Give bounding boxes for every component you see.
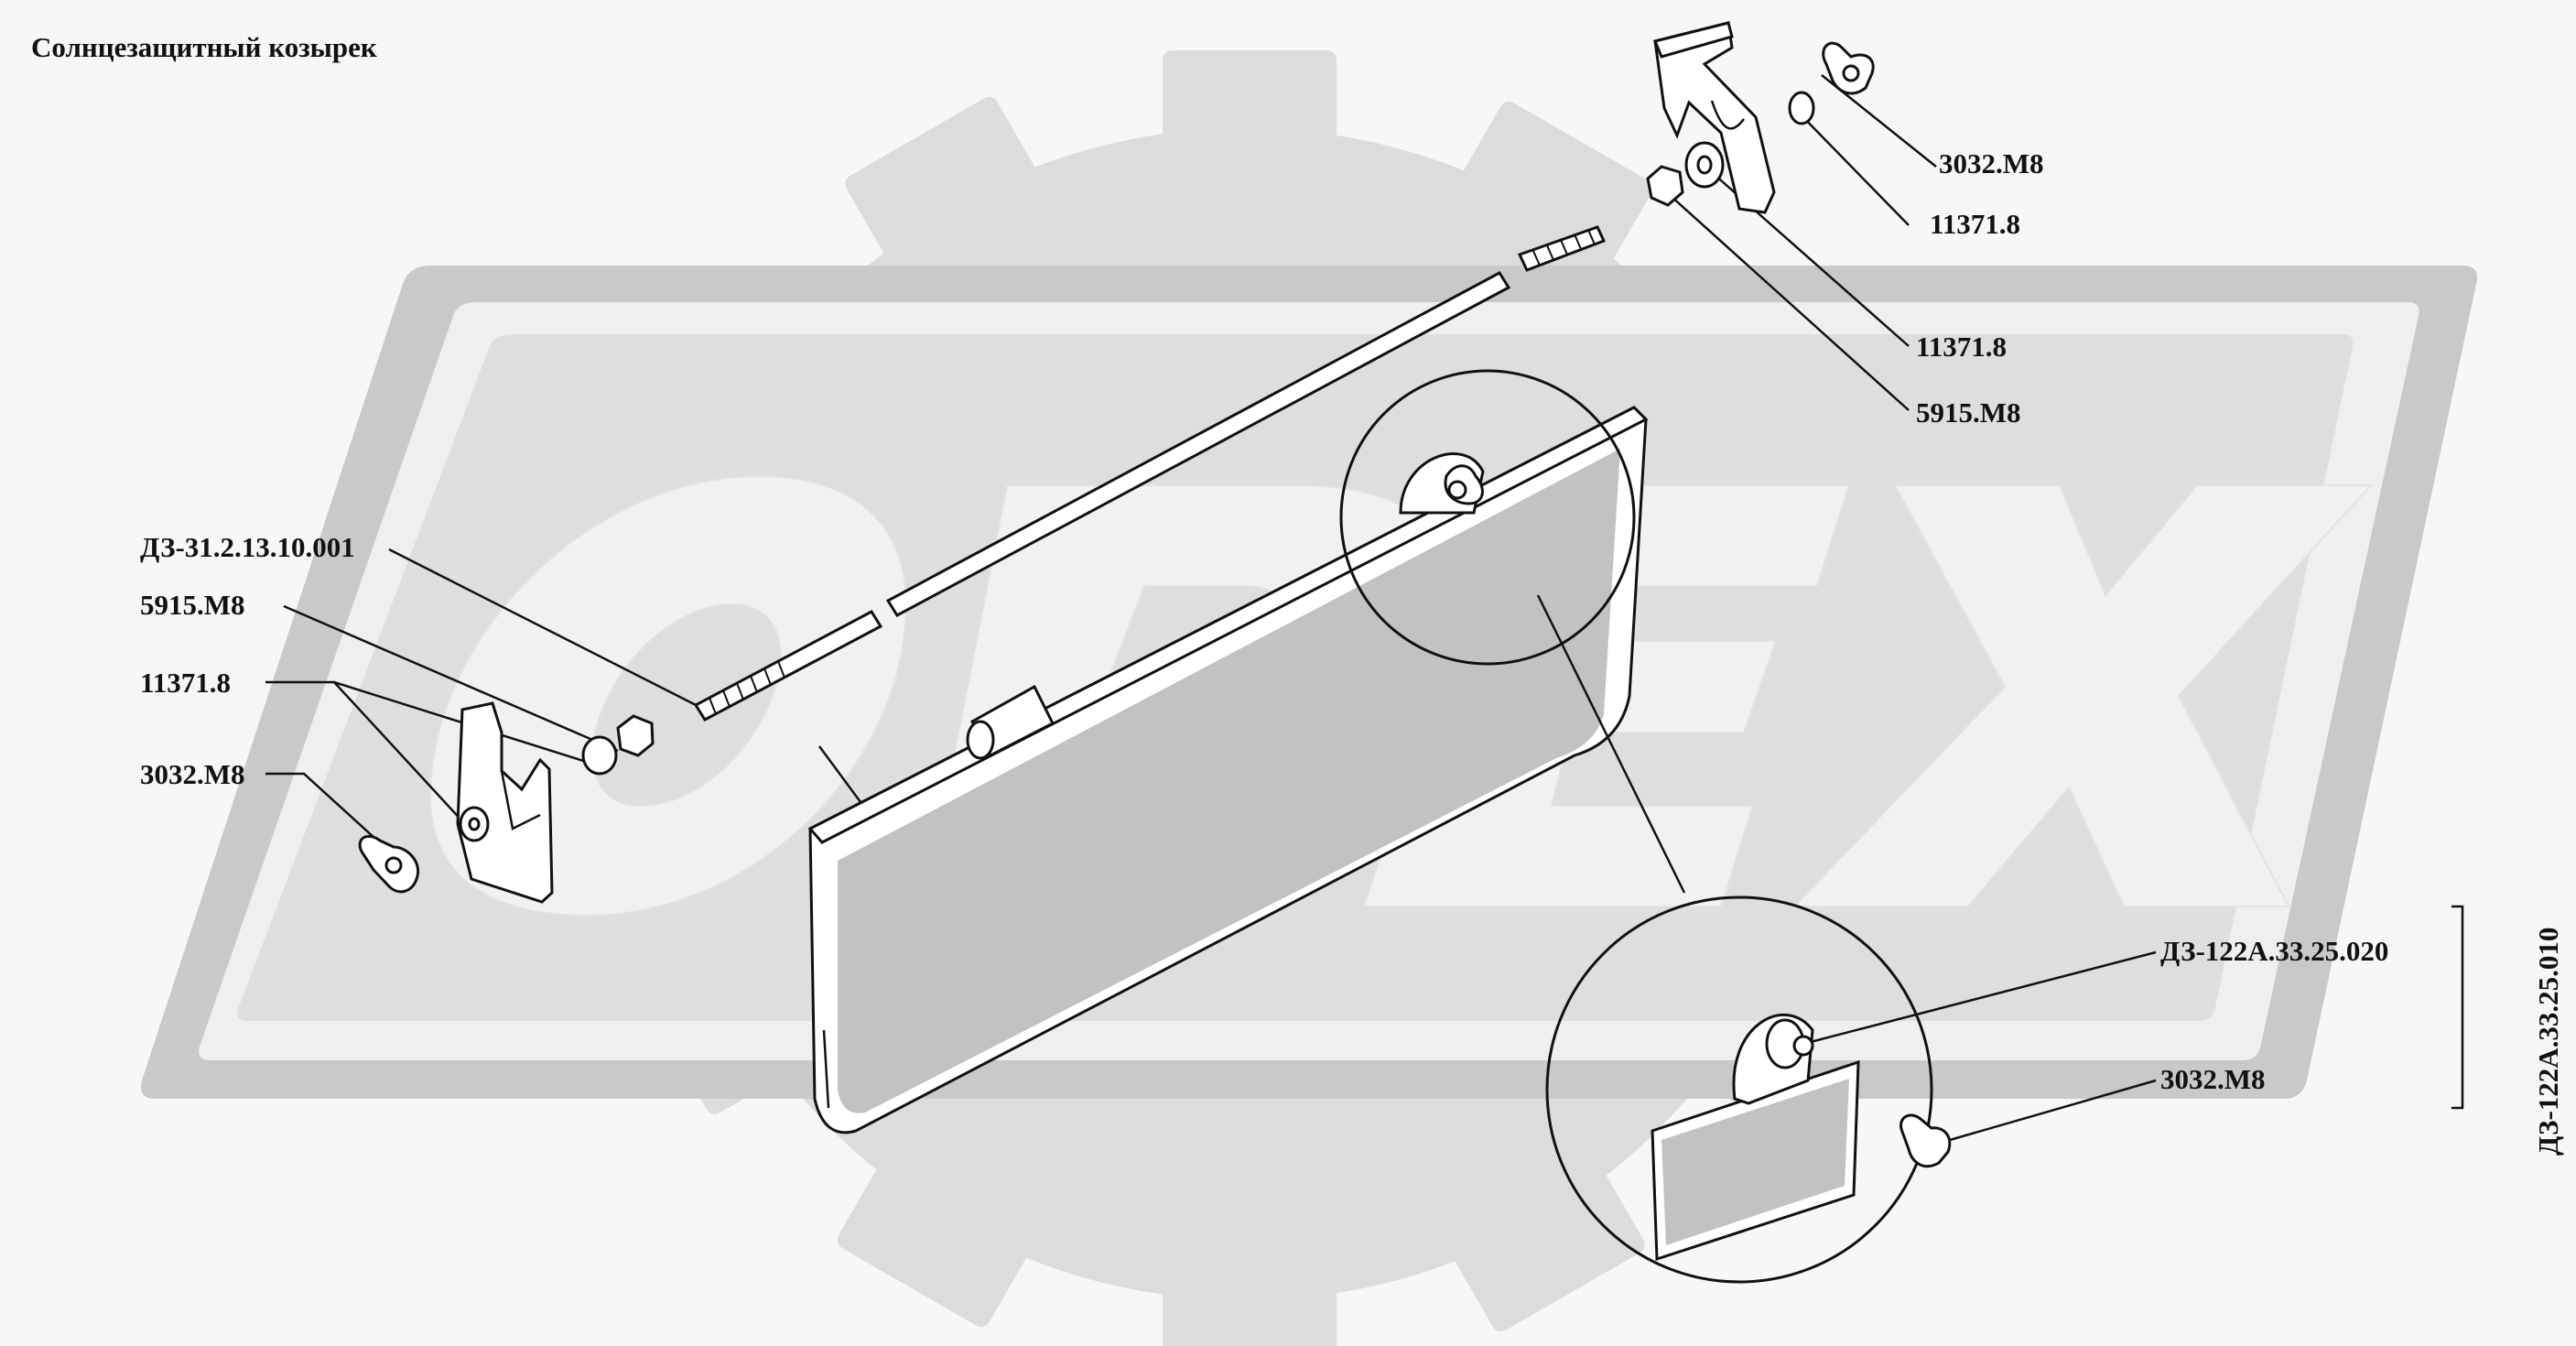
callout-left-wing-nut: 3032.М8 [140,758,245,790]
upper-nut [1646,165,1684,207]
callout-rod: ДЗ-31.2.13.10.001 [140,531,355,563]
callout-top-washer-outer: 11371.8 [1930,208,2021,240]
callout-left-washer: 11371.8 [140,667,232,699]
left-washer-bracket [459,806,490,842]
callout-detail-wing-nut: 3032.М8 [2160,1063,2266,1095]
assembly-label: ДЗ-122А.33.25.010 [2532,927,2564,1156]
callout-left-nut: 5915.М8 [140,589,245,621]
detail-link-line [1536,594,1686,894]
callout-top-washer-inner: 11371.8 [1916,331,2008,363]
callout-top-nut: 5915.М8 [1916,396,2021,429]
upper-bracket [1652,21,1776,214]
detail-clamp-small [1339,369,1636,666]
upper-wing-nut [1822,41,1875,95]
left-bracket [456,701,554,904]
upper-washer-inner [1684,141,1725,189]
left-nut [616,714,655,757]
visor-hinge [966,684,1055,760]
leader-lines [265,74,2464,1142]
upper-washer-outer [1788,91,1815,125]
threaded-rod [693,225,1607,722]
callout-top-wing-nut: 3032.М8 [1939,147,2044,179]
detail-clamp-enlarged [1545,896,1952,1284]
left-washer [581,735,618,776]
page-title: Солнцезащитный козырек [31,31,377,63]
callout-clamp-assembly: ДЗ-122А.33.25.020 [2160,935,2389,967]
left-wing-nut [358,834,420,894]
